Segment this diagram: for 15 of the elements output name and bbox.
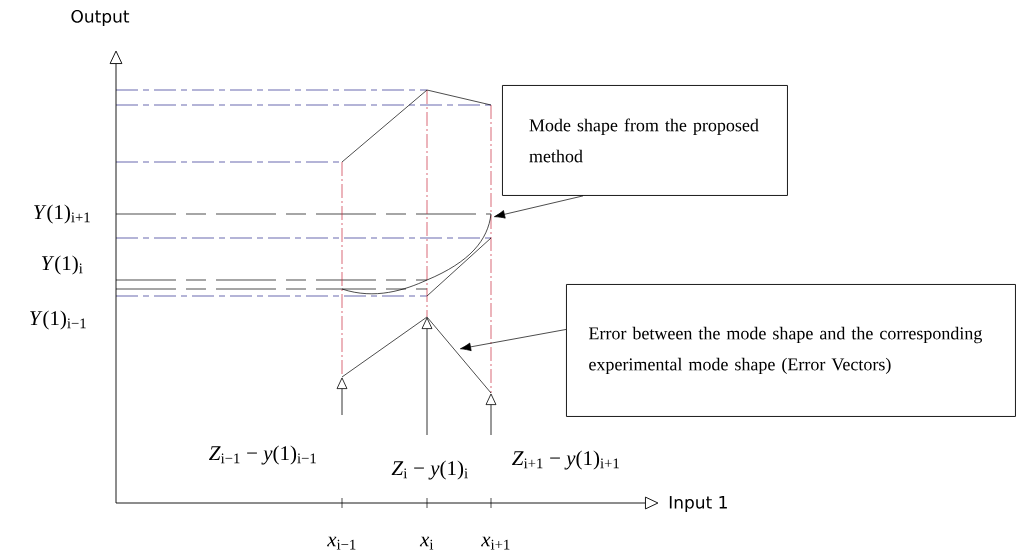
error-label: Z$_{i−1}$ − y(1)$_{i−1}$ (209, 445, 316, 465)
value-label: Y(1)$_{i−1}$ (30, 310, 86, 330)
axis-label: Output (71, 9, 130, 27)
callout-box: Error between the mode shape and the corresponding experimental mode shape (Error Vectors) (566, 284, 1016, 417)
leader-arrow (494, 195, 584, 219)
tick-label: x$_{i}$ (419, 536, 434, 550)
error-label: Z$_{i+1}$ − y(1)$_{i+1}$ (512, 450, 619, 470)
error-label: Z$_{i}$ − y(1)$_{i}$ (391, 460, 468, 480)
value-label: Y(1)$_{i}$ (41, 255, 83, 275)
tick-label: x$_{i+1}$ (481, 536, 510, 550)
axis-label: Input 1 (669, 496, 727, 512)
tick-label: x$_{i−1}$ (327, 536, 356, 550)
value-label: Y(1)$_{i+1}$ (34, 204, 90, 224)
callout-box: Mode shape from the proposed method (502, 85, 788, 196)
leader-arrow (460, 329, 567, 352)
